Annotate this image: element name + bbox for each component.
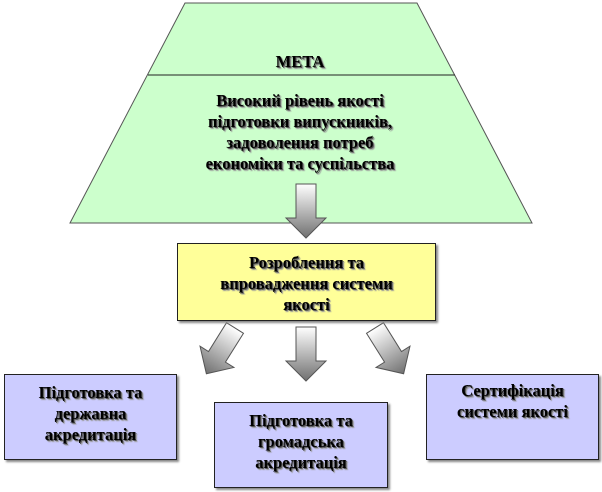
system-line: Розроблення та xyxy=(248,253,365,272)
down-left-arrow-icon xyxy=(188,316,253,385)
quality-certification-box: Сертифікація системи якості xyxy=(426,374,599,460)
outcome-line: громадська xyxy=(258,432,344,451)
outcome-line: державна xyxy=(54,404,127,423)
goal-line: підготовки випускників, xyxy=(208,112,392,131)
public-accreditation-box: Підготовка та громадська акредитація xyxy=(214,402,388,488)
system-box: Розроблення та впровадження системи якос… xyxy=(177,243,436,321)
outcome-line: Сертифікація xyxy=(461,381,564,400)
goal-line: задоволення потреб xyxy=(226,133,374,152)
outcome-line: акредитація xyxy=(44,425,137,444)
goal-line: Високий рівень якості xyxy=(216,91,384,110)
outcome-line: Підготовка та xyxy=(38,383,143,402)
state-accreditation-box: Підготовка та державна акредитація xyxy=(4,374,177,460)
outcome-line: Підготовка та xyxy=(249,411,353,430)
system-line: якості xyxy=(283,295,330,314)
down-arrow-icon xyxy=(285,326,327,382)
goal-title: МЕТА xyxy=(275,52,325,71)
outcome-line: акредитація xyxy=(255,453,347,472)
goal-trapezoid xyxy=(69,2,533,224)
outcome-line: системи якості xyxy=(457,402,568,421)
goal-line: економіки та суспільства xyxy=(205,154,395,173)
goal-description: Високий рівень якості підготовки випускн… xyxy=(150,90,450,174)
down-right-arrow-icon xyxy=(357,316,422,385)
system-line: впровадження системи xyxy=(220,274,393,293)
